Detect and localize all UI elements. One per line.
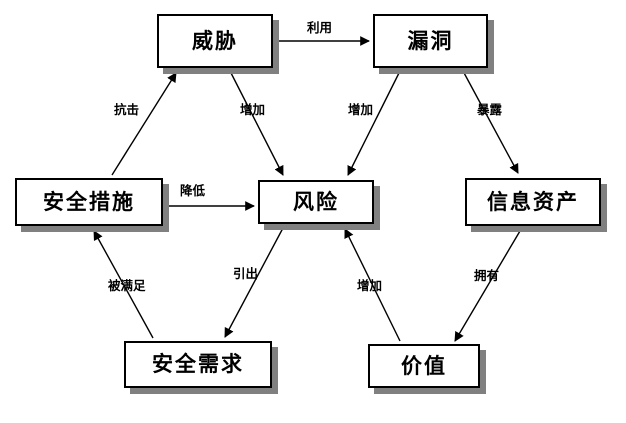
node-threat[interactable]: 威胁 xyxy=(157,14,273,68)
edge-requirement-satisfied-by-safeguard xyxy=(93,230,154,339)
node-asset[interactable]: 信息资产 xyxy=(465,178,601,226)
edge-asset-has-value xyxy=(454,230,521,342)
node-label-vulnerability: 漏洞 xyxy=(407,28,454,53)
edge-vulnerability-exposes-asset xyxy=(462,70,519,174)
node-label-safeguard: 安全措施 xyxy=(43,189,135,214)
node-safeguard[interactable]: 安全措施 xyxy=(15,178,163,226)
edge-label-derive: 引出 xyxy=(233,266,259,281)
edge-label-increase-threat-risk: 增加 xyxy=(240,102,266,117)
edge-label-resist: 抗击 xyxy=(114,102,140,117)
node-risk[interactable]: 风险 xyxy=(258,180,374,224)
edge-label-satisfied: 被满足 xyxy=(108,278,146,293)
edge-label-utilize: 利用 xyxy=(307,20,333,35)
node-label-asset: 信息资产 xyxy=(487,189,579,214)
node-requirement[interactable]: 安全需求 xyxy=(124,341,272,388)
node-label-value: 价值 xyxy=(401,353,447,378)
edge-safeguard-resists-threat xyxy=(111,72,177,176)
edge-threat-increases-risk xyxy=(229,70,284,176)
edge-label-increase-vuln-risk: 增加 xyxy=(348,102,374,117)
node-value[interactable]: 价值 xyxy=(368,344,480,388)
edge-label-increase-value-risk: 增加 xyxy=(357,278,383,293)
edge-label-expose: 暴露 xyxy=(477,102,503,117)
edge-label-own: 拥有 xyxy=(474,268,500,283)
edge-risk-derives-requirement xyxy=(224,227,284,338)
node-label-risk: 风险 xyxy=(293,189,339,214)
edge-vulnerability-increases-risk xyxy=(347,70,401,176)
node-label-requirement: 安全需求 xyxy=(152,352,244,376)
node-label-threat: 威胁 xyxy=(192,28,238,53)
edge-label-reduce: 降低 xyxy=(180,183,206,198)
edge-value-increases-risk xyxy=(344,228,401,342)
node-vulnerability[interactable]: 漏洞 xyxy=(373,14,488,68)
